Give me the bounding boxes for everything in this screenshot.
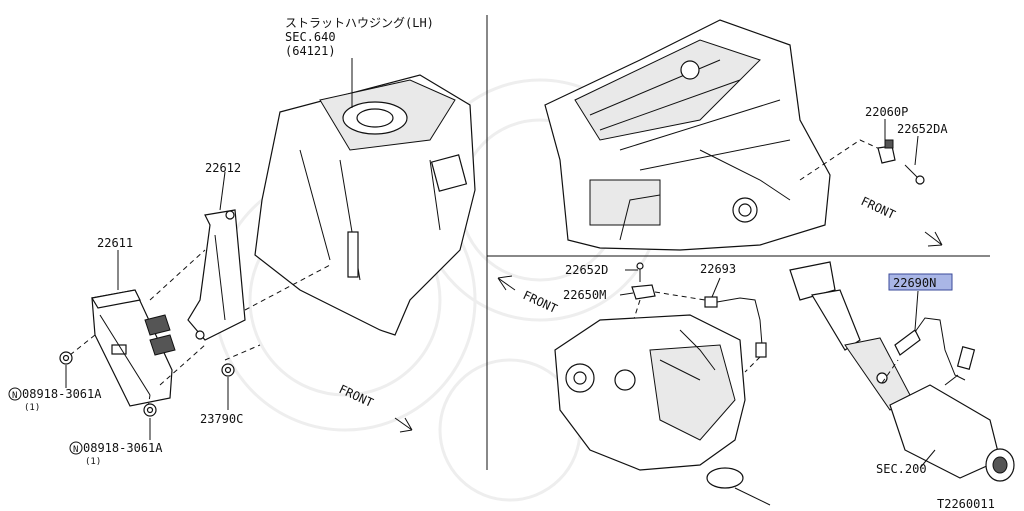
bolt-b-drawing	[143, 403, 157, 417]
front-label-left: FRONT	[337, 382, 376, 410]
nut-drawing	[221, 363, 235, 377]
label-22650m: 22650M	[563, 288, 606, 302]
label-bolt-a: 08918-3061A	[22, 387, 102, 401]
front-arrow-icon	[924, 231, 943, 247]
label-23790c: 23790C	[200, 412, 243, 426]
strut-housing-drawing	[254, 74, 476, 336]
engine-upper-drawing	[544, 19, 831, 251]
sensor-22693-drawing	[704, 296, 767, 358]
label-bolt-b: 08918-3061A	[83, 441, 163, 455]
exhaust-pipe-drawing	[789, 261, 1015, 482]
label-sec-200: SEC.200	[876, 462, 927, 476]
bolt-a-drawing	[59, 351, 73, 365]
rear-o2-sensor-drawing	[894, 317, 976, 386]
label-22693: 22693	[700, 262, 736, 276]
label-bolt-a-qty: (1)	[24, 403, 40, 413]
highlight-box-22690n	[888, 273, 953, 291]
ecm-unit-drawing	[91, 289, 176, 407]
label-22652d: 22652D	[565, 263, 608, 277]
engine-lower-drawing	[554, 314, 771, 506]
circle-n-icon: N	[73, 445, 78, 455]
drawing-code: T2260011	[937, 497, 995, 511]
sensor-22060p-drawing	[877, 139, 896, 164]
bolt-22652d-drawing	[636, 262, 644, 282]
circle-n-icon: N	[12, 391, 17, 401]
bracket-22650m-drawing	[631, 284, 656, 300]
label-22690n[interactable]: 22690N	[893, 276, 936, 290]
label-22060p: 22060P	[865, 105, 908, 119]
strut-housing-title: ストラットハウジング(LH)	[285, 16, 434, 30]
label-22652da: 22652DA	[897, 122, 948, 136]
front-arrow-back-icon	[497, 275, 516, 291]
bolt-22652da-drawing	[904, 164, 925, 185]
label-22611: 22611	[97, 236, 133, 250]
front-arrow-icon	[394, 417, 413, 433]
front-label-top-right: FRONT	[859, 194, 898, 222]
label-bolt-b-qty: (1)	[85, 457, 101, 467]
strut-housing-section: SEC.640	[285, 30, 336, 44]
front-label-bottom-right: FRONT	[521, 288, 560, 316]
ecm-bracket-drawing	[187, 209, 246, 341]
label-22612: 22612	[205, 161, 241, 175]
strut-housing-code: (64121)	[285, 44, 336, 58]
